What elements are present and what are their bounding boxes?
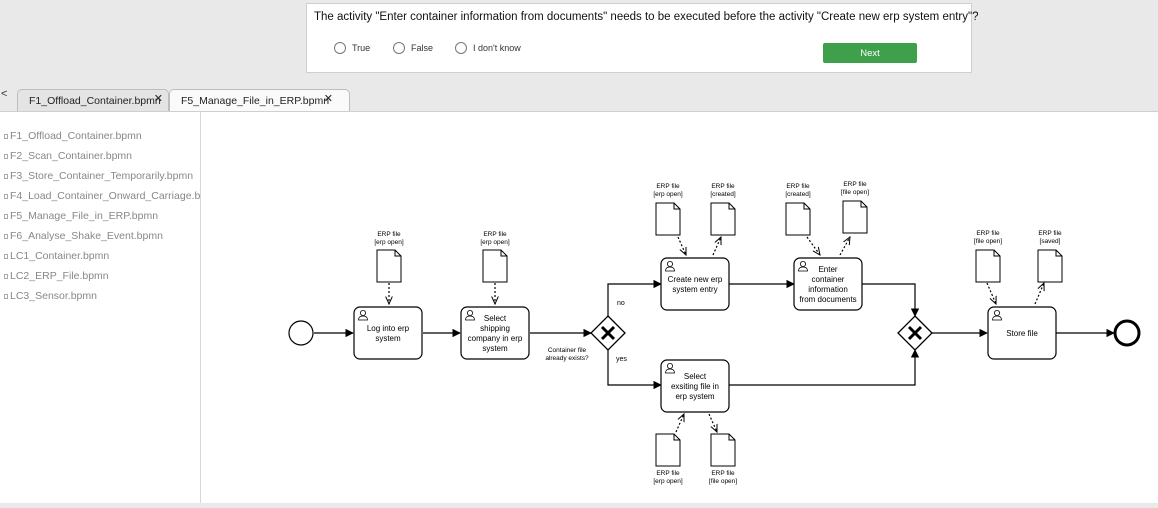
option-true[interactable]: True bbox=[334, 42, 370, 54]
data-object-d9: ERP file[erp open] bbox=[653, 433, 683, 485]
tab-close-icon[interactable]: ✕ bbox=[153, 93, 163, 105]
option-dont-know-label: I don't know bbox=[473, 43, 521, 53]
file-item[interactable]: F1_Offload_Container.bpmn bbox=[4, 130, 142, 142]
file-item[interactable]: F6_Analyse_Shake_Event.bpmn bbox=[4, 230, 163, 242]
tab-strip-divider bbox=[0, 111, 1158, 112]
flow-label-yes: yes bbox=[616, 356, 627, 363]
next-button[interactable]: Next bbox=[823, 43, 917, 63]
data-object-d3: ERP file[erp open] bbox=[653, 183, 683, 236]
tab-f1-offload-container[interactable]: F1_Offload_Container.bpmn ✕ bbox=[17, 89, 169, 111]
file-item-label: F6_Analyse_Shake_Event.bpmn bbox=[10, 230, 163, 242]
end-event bbox=[1113, 319, 1141, 347]
start-event bbox=[288, 320, 314, 346]
option-false-radio[interactable] bbox=[393, 42, 405, 54]
gateway-split bbox=[590, 315, 626, 351]
svg-text:ERP file[created]: ERP file[created] bbox=[710, 183, 735, 198]
question-panel: The activity "Enter container informatio… bbox=[306, 3, 978, 73]
flow-enter-to-merge bbox=[862, 283, 920, 317]
file-item-label: LC3_Sensor.bpmn bbox=[10, 290, 97, 302]
file-icon bbox=[4, 213, 8, 219]
tab-scroll-left-button[interactable]: < bbox=[1, 88, 8, 100]
data-object-d5: ERP file[created] bbox=[785, 183, 811, 236]
option-true-radio[interactable] bbox=[334, 42, 346, 54]
file-item-label: F3_Store_Container_Temporarily.bpmn bbox=[10, 170, 194, 182]
svg-text:ERP file[created]: ERP file[created] bbox=[785, 183, 810, 198]
svg-text:Store file: Store file bbox=[1006, 329, 1038, 338]
file-icon bbox=[4, 193, 8, 199]
option-true-label: True bbox=[352, 43, 371, 53]
svg-text:ERP file[erp open]: ERP file[erp open] bbox=[374, 231, 403, 246]
file-icon bbox=[4, 153, 8, 159]
file-item[interactable]: LC1_Container.bpmn bbox=[4, 250, 109, 262]
tab-f5-manage-file-in-erp[interactable]: F5_Manage_File_in_ERP.bpmn ✕ bbox=[169, 89, 350, 111]
data-object-d1: ERP file[erp open] bbox=[374, 231, 404, 283]
file-item-label: F4_Load_Container_Onward_Carriage.bpmn bbox=[10, 190, 201, 202]
data-object-d8: ERP file[saved] bbox=[1037, 230, 1063, 283]
svg-text:ERP file[file open]: ERP file[file open] bbox=[841, 181, 869, 196]
flow-select-existing-to-merge bbox=[729, 349, 920, 386]
svg-text:ERP file[erp open]: ERP file[erp open] bbox=[653, 183, 682, 198]
flow-label-no: no bbox=[617, 300, 625, 307]
file-tree-sidebar: F1_Offload_Container.bpmn F2_Scan_Contai… bbox=[0, 112, 201, 503]
option-dont-know-radio[interactable] bbox=[455, 42, 467, 54]
file-item[interactable]: F2_Scan_Container.bpmn bbox=[4, 150, 132, 162]
tab-label: F1_Offload_Container.bpmn bbox=[29, 94, 161, 107]
data-object-d4: ERP file[created] bbox=[710, 183, 736, 236]
data-object-d6: ERP file[file open] bbox=[841, 181, 869, 234]
question-text: The activity "Enter container informatio… bbox=[314, 11, 979, 23]
file-icon bbox=[4, 273, 8, 279]
file-item[interactable]: LC3_Sensor.bpmn bbox=[4, 290, 97, 302]
tab-close-icon[interactable]: ✕ bbox=[323, 93, 333, 105]
svg-text:ERP file[file open]: ERP file[file open] bbox=[709, 470, 737, 485]
file-item-label: F2_Scan_Container.bpmn bbox=[10, 150, 132, 162]
file-item[interactable]: F3_Store_Container_Temporarily.bpmn bbox=[4, 170, 193, 182]
file-item[interactable]: F5_Manage_File_in_ERP.bpmn bbox=[4, 210, 158, 222]
sequence-flows bbox=[314, 279, 1115, 390]
flow-gateway-no bbox=[607, 279, 662, 316]
file-item[interactable]: F4_Load_Container_Onward_Carriage.bpmn bbox=[4, 190, 201, 202]
file-icon bbox=[4, 293, 8, 299]
svg-text:ERP file[saved]: ERP file[saved] bbox=[1038, 230, 1062, 245]
file-item[interactable]: LC2_ERP_File.bpmn bbox=[4, 270, 109, 282]
data-object-d7: ERP file[file open] bbox=[974, 230, 1002, 283]
tab-label: F5_Manage_File_in_ERP.bpmn bbox=[181, 94, 330, 107]
svg-text:ERP file[erp open]: ERP file[erp open] bbox=[480, 231, 509, 246]
file-icon bbox=[4, 173, 8, 179]
gateway-merge bbox=[897, 315, 933, 351]
data-object-d2: ERP file[erp open] bbox=[480, 231, 510, 283]
option-false-label: False bbox=[411, 43, 434, 53]
task-store-file: Store file bbox=[987, 306, 1057, 360]
flow-gateway-yes bbox=[607, 350, 662, 390]
option-false[interactable]: False bbox=[393, 42, 433, 54]
file-item-label: F5_Manage_File_in_ERP.bpmn bbox=[10, 210, 159, 222]
data-object-d10: ERP file[file open] bbox=[709, 433, 737, 485]
file-item-label: F1_Offload_Container.bpmn bbox=[10, 130, 142, 142]
file-item-label: LC2_ERP_File.bpmn bbox=[10, 270, 109, 282]
file-item-label: LC1_Container.bpmn bbox=[10, 250, 110, 262]
file-icon bbox=[4, 233, 8, 239]
data-associations bbox=[389, 237, 1044, 432]
file-icon bbox=[4, 133, 8, 139]
option-dont-know[interactable]: I don't know bbox=[455, 42, 521, 54]
file-icon bbox=[4, 253, 8, 259]
svg-text:ERP file[erp open]: ERP file[erp open] bbox=[653, 470, 682, 485]
svg-text:ERP file[file open]: ERP file[file open] bbox=[974, 230, 1002, 245]
